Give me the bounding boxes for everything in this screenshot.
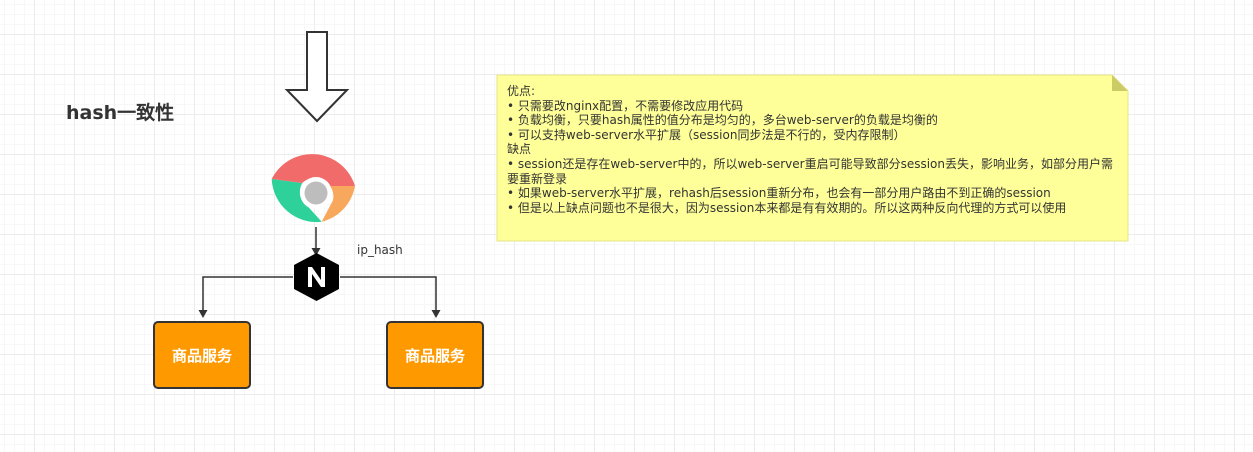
service-box-right[interactable]: 商品服务 [386,321,484,389]
sticky-note-shape [496,74,1129,242]
down-arrow-icon [284,31,350,123]
note-line: 优点: [507,84,536,98]
note-line: • 只需要改nginx配置，不需要修改应用代码 [507,98,744,113]
chrome-browser-icon [271,154,355,223]
service-label: 商品服务 [171,346,232,365]
service-box-left[interactable]: 商品服务 [153,321,251,389]
diagram-title: hash一致性 [66,102,175,124]
note-line: 缺点 [507,142,532,157]
note-line: • 负载均衡，只要hash属性的值分布是均匀的，多台web-server的负载是… [507,113,938,128]
edge-label-ip-hash: ip_hash [357,243,403,257]
note-text: 优点: • 只需要改nginx配置，不需要修改应用代码 • 负载均衡，只要has… [507,84,1118,215]
service-label: 商品服务 [404,346,465,365]
note-line: • 可以支持web-server水平扩展（session同步法是不行的，受内存限… [507,127,906,142]
connector-client-to-proxy [311,227,321,256]
note-line: • 如果web-server水平扩展，rehash后session重新分布，也会… [507,186,1051,201]
connector-proxy-to-left-service [198,276,293,318]
connector-proxy-to-right-service [340,276,441,318]
nginx-icon [294,253,339,301]
sticky-note[interactable]: 优点: • 只需要改nginx配置，不需要修改应用代码 • 负载均衡，只要has… [497,75,1128,241]
note-line: • session还是存在web-server中的，所以web-server重启… [507,156,1113,186]
note-line: • 但是以上缺点问题也不是很大，因为session本来都是有有效期的。所以这两种… [507,200,1067,215]
